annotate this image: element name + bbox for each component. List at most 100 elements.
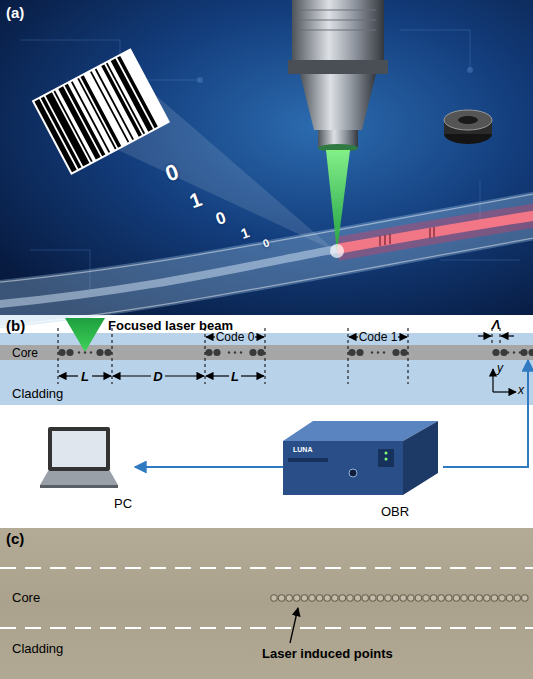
region-label: Cladding <box>12 642 63 655</box>
laser-point <box>294 595 300 601</box>
laser-point <box>528 349 533 356</box>
dimension-arrow <box>501 335 514 336</box>
laser-point <box>519 351 521 353</box>
laser-point <box>348 349 355 356</box>
fiber-cladding: CladdingCore <box>0 333 533 405</box>
node-label: Core <box>12 347 38 359</box>
region-label: Core <box>12 591 40 604</box>
laser-point <box>301 595 307 601</box>
laser-point <box>438 595 444 601</box>
panel-label: (a) <box>6 5 24 20</box>
objective-cone <box>300 74 376 130</box>
fiber-edge <box>0 236 533 327</box>
dimension-arrow <box>478 335 491 336</box>
binary-digit: 1 <box>239 225 251 241</box>
laser-point <box>104 349 111 356</box>
laser-point <box>392 349 399 356</box>
laser-point <box>286 595 292 601</box>
barcode-bar <box>41 96 82 168</box>
laser-point <box>228 351 230 353</box>
laser-point <box>476 595 482 601</box>
laser-point <box>423 595 429 601</box>
laser-point <box>324 595 330 601</box>
device-front <box>283 441 403 495</box>
micrograph <box>0 528 533 679</box>
dimension-arrow <box>206 336 215 337</box>
axis-arrow <box>492 369 493 392</box>
pc-laptop: PC <box>40 425 135 515</box>
point-groups <box>58 349 533 356</box>
dimension-label: L <box>81 370 89 383</box>
device-port <box>349 469 357 477</box>
callout-label: Laser induced points <box>262 647 393 660</box>
dimension-arrow <box>241 375 264 376</box>
obr-instrument: LUNAOBR <box>283 413 443 521</box>
panel-label: (b) <box>6 318 25 333</box>
binary-digit: 0 <box>261 237 271 249</box>
guide-line <box>205 328 206 384</box>
laser-point <box>513 351 515 353</box>
laser-point <box>491 595 497 601</box>
laptop-screen <box>48 427 110 471</box>
dimension-arrow <box>255 336 264 337</box>
laser-point <box>370 595 376 601</box>
device-vent <box>288 458 328 462</box>
laptop-base <box>40 485 118 488</box>
code-label: Code 1 <box>359 331 398 343</box>
laser-point <box>522 595 528 601</box>
device-side <box>403 421 438 495</box>
fiber-core <box>0 249 337 305</box>
laser-point <box>453 595 459 601</box>
laser-point <box>415 595 421 601</box>
binary-digit: 0 <box>163 161 182 186</box>
laser-point <box>213 349 220 356</box>
laser-point <box>332 595 338 601</box>
laser-point <box>205 349 212 356</box>
axis-label: x <box>518 384 524 396</box>
circuit-dot <box>467 67 473 73</box>
device-panel <box>378 449 394 467</box>
binary-digit: 1 <box>187 189 204 212</box>
axis-label: y <box>497 362 503 374</box>
guide-line <box>265 328 266 384</box>
objective-ring <box>288 60 388 74</box>
laser-point <box>309 595 315 601</box>
dimension-arrow <box>165 375 204 376</box>
laser-point <box>484 595 490 601</box>
guide-line <box>348 328 349 384</box>
laser-point <box>249 349 256 356</box>
laser-point <box>500 349 507 356</box>
laser-point <box>90 351 92 353</box>
laser-point <box>339 595 345 601</box>
core-boundary <box>0 567 533 569</box>
laser-point <box>514 595 520 601</box>
focused-beam <box>65 318 105 352</box>
dimension-arrow <box>92 375 111 376</box>
laser-point <box>271 595 277 601</box>
laser-point <box>96 349 103 356</box>
node-label: PC <box>114 497 132 510</box>
laser-beam <box>326 150 350 252</box>
laser-point <box>492 349 499 356</box>
laser-point <box>362 595 368 601</box>
laser-point <box>461 595 467 601</box>
dimension-arrow <box>206 375 229 376</box>
laser-point <box>446 595 452 601</box>
fiber-spool <box>444 110 492 130</box>
objective-body <box>292 0 384 63</box>
laser-point <box>377 351 379 353</box>
laser-point <box>66 349 73 356</box>
dimension-arrows <box>59 336 516 392</box>
focal-spot <box>330 244 344 258</box>
laptop-display <box>52 431 106 467</box>
dimension-guides <box>58 328 500 384</box>
laser-point <box>278 595 284 601</box>
node-label: LUNA <box>293 446 312 453</box>
laser-point <box>347 595 353 601</box>
laptop-keyboard <box>40 471 118 485</box>
